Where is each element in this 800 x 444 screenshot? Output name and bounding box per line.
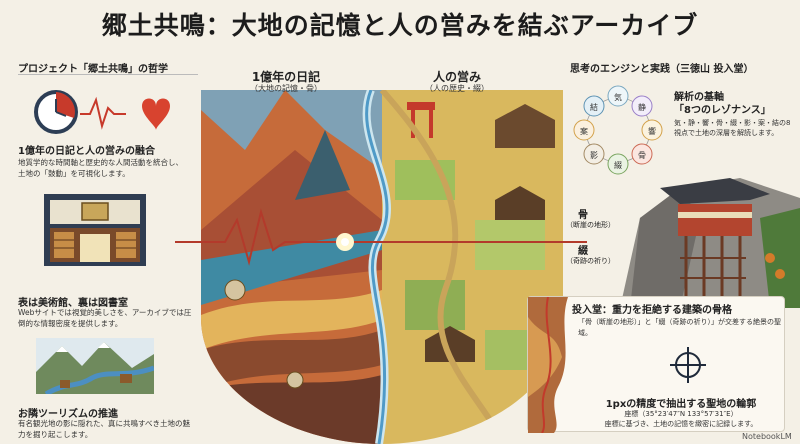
notebooklm-logo: NotebookLM bbox=[742, 432, 792, 441]
section-body: 有名観光地の影に隠れた、真に共鳴すべき土地の魅力を掘り起こします。 bbox=[18, 419, 190, 439]
clock-heartbeat-icon bbox=[34, 90, 170, 134]
resonance-kage: 影 bbox=[590, 151, 598, 160]
cliff-strata-icon bbox=[528, 297, 568, 433]
resonance-an: 案 bbox=[580, 127, 588, 136]
section-body: 地質学的な時間軸と歴史的な人間活動を統合し、土地の「鼓動」を可視化します。 bbox=[18, 158, 183, 178]
coord-title: 1pxの精度で抽出する聖地の輪郭 bbox=[605, 399, 757, 410]
philosophy-heading: プロジェクト「郷土共鳴」の哲学 bbox=[18, 64, 168, 75]
resonance-wheel bbox=[573, 85, 663, 175]
resonance-sei: 静 bbox=[638, 103, 646, 112]
divider bbox=[18, 74, 198, 75]
human-activity-sublabel: （人の歴史・綴） bbox=[425, 84, 489, 93]
section-body: Webサイトでは視覚的美しさを、アーカイブでは圧倒的な情報密度を提供します。 bbox=[18, 308, 192, 328]
resonance-ketsu: 結 bbox=[590, 103, 598, 112]
resonance-kotsu: 骨 bbox=[638, 151, 646, 160]
tsuzuri-sublabel: （奇跡の祈り） bbox=[566, 257, 615, 265]
nageire-body: 「骨（断崖の地形）」と「綴（奇跡の祈り）」が交差する絶景の聖域。 bbox=[578, 318, 781, 337]
resonance-ki: 気 bbox=[614, 93, 622, 102]
bone-sublabel: （断崖の地形） bbox=[566, 221, 615, 229]
nageire-title: 投入堂：重力を拒絶する建築の骨格 bbox=[572, 305, 732, 316]
page-title: 郷土共鳴：大地の記憶と人の営みを結ぶアーカイブ bbox=[101, 11, 699, 40]
landscape-icon bbox=[36, 338, 154, 394]
resonance-tsuzuri: 綴 bbox=[614, 161, 622, 170]
museum-library-icon bbox=[44, 194, 146, 266]
section-title: 表は美術館、裏は図書室 bbox=[18, 298, 128, 309]
geology-label: 1億年の日記 bbox=[251, 70, 321, 84]
section-title: 1億年の日記と人の営みの融合 bbox=[18, 146, 155, 157]
philosophy-panel: プロジェクト「郷土共鳴」の哲学 1億年の日記と人の営みの融合 地質学的な時間軸と… bbox=[0, 58, 205, 444]
geology-sublabel: （大地の記憶・骨） bbox=[250, 84, 322, 93]
tsuzuri-label: 綴 bbox=[578, 246, 588, 257]
engine-practice-panel: 思考のエンジンと実践（三徳山 投入堂） bbox=[560, 58, 800, 444]
nageire-callout: 投入堂：重力を拒絶する建築の骨格 「骨（断崖の地形）」と「綴（奇跡の祈り）」が交… bbox=[527, 296, 785, 433]
coord-body-2: 座標に基づき、土地の記憶を緻密に記録します。 bbox=[604, 420, 758, 428]
crosshair-icon bbox=[670, 347, 706, 383]
engine-heading: 思考のエンジンと実践（三徳山 投入堂） bbox=[570, 64, 754, 75]
analysis-body: 気・静・響・骨・綴・影・案・結の8視点で土地の深層を解読します。 bbox=[674, 119, 791, 137]
central-shield-illustration bbox=[175, 90, 587, 444]
human-activity-label: 人の営み bbox=[432, 70, 481, 84]
analysis-subtitle: 「8つのレゾナンス」 bbox=[674, 105, 771, 116]
analysis-title: 解析の基軸 bbox=[674, 92, 724, 103]
resonance-kyo: 響 bbox=[648, 127, 656, 136]
bone-label: 骨 bbox=[578, 210, 588, 221]
coord-body-1: 座標（35°23′47″N 133°57′31″E） bbox=[624, 410, 738, 418]
temple-cliff-illustration bbox=[620, 178, 800, 308]
section-title: お隣ツーリズムの推進 bbox=[18, 409, 118, 420]
